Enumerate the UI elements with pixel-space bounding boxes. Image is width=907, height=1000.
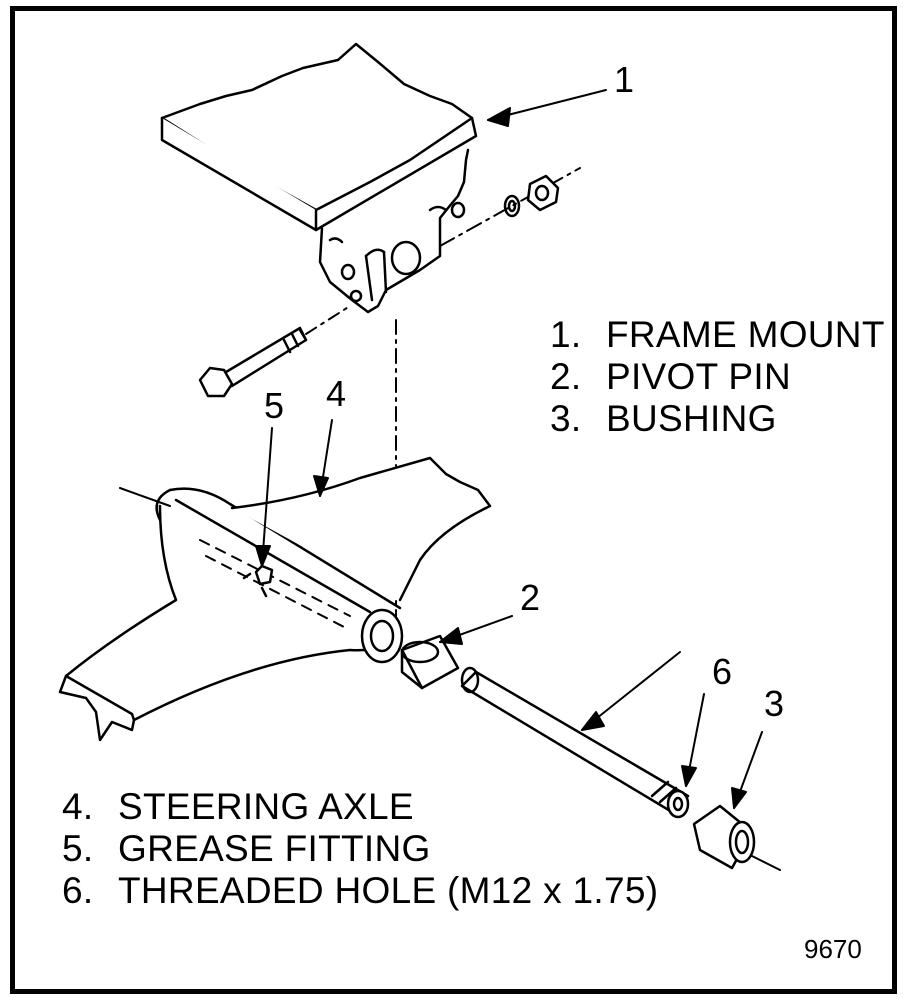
legend-label: BUSHING [606, 398, 777, 439]
right-bushing-illustration [692, 804, 781, 871]
washer-and-nut [503, 174, 560, 218]
legend-bottom: 4. STEERING AXLE 5. GREASE FITTING 6. TH… [62, 786, 658, 912]
callout-2: 2 [520, 577, 541, 618]
legend-label: FRAME MOUNT [606, 314, 885, 355]
legend-number: 5. [62, 828, 94, 869]
figure-number: 9670 [804, 934, 862, 964]
mounting-bolt [198, 305, 351, 398]
callout-1: 1 [614, 59, 635, 100]
legend-number: 6. [62, 870, 94, 911]
legend-item: 4. STEERING AXLE [62, 786, 658, 828]
leader-lines [255, 89, 763, 809]
legend-number: 3. [550, 398, 582, 439]
legend-label: STEERING AXLE [118, 786, 414, 827]
frame-mount-illustration [160, 42, 478, 314]
legend-number: 1. [550, 314, 582, 355]
pivot-centerline [439, 167, 581, 247]
callout-6: 6 [712, 651, 733, 692]
legend-item: 2. PIVOT PIN [550, 356, 885, 398]
legend-item: 3. BUSHING [550, 398, 885, 440]
callout-3: 3 [764, 683, 785, 724]
callout-5: 5 [264, 385, 285, 426]
legend-label: THREADED HOLE (M12 x 1.75) [118, 870, 659, 911]
legend-number: 4. [62, 786, 94, 827]
legend-item: 1. FRAME MOUNT [550, 314, 885, 356]
legend-label: GREASE FITTING [118, 828, 431, 869]
legend-item: 5. GREASE FITTING [62, 828, 658, 870]
callout-4: 4 [326, 373, 347, 414]
steering-axle-illustration [58, 456, 492, 742]
legend-top: 1. FRAME MOUNT 2. PIVOT PIN 3. BUSHING [550, 314, 885, 440]
diagram-frame [10, 6, 897, 994]
pivot-pin-illustration [460, 666, 690, 819]
legend-item: 6. THREADED HOLE (M12 x 1.75) [62, 870, 658, 912]
left-bushing-illustration [400, 634, 460, 690]
legend-number: 2. [550, 356, 582, 397]
legend-label: PIVOT PIN [606, 356, 792, 397]
